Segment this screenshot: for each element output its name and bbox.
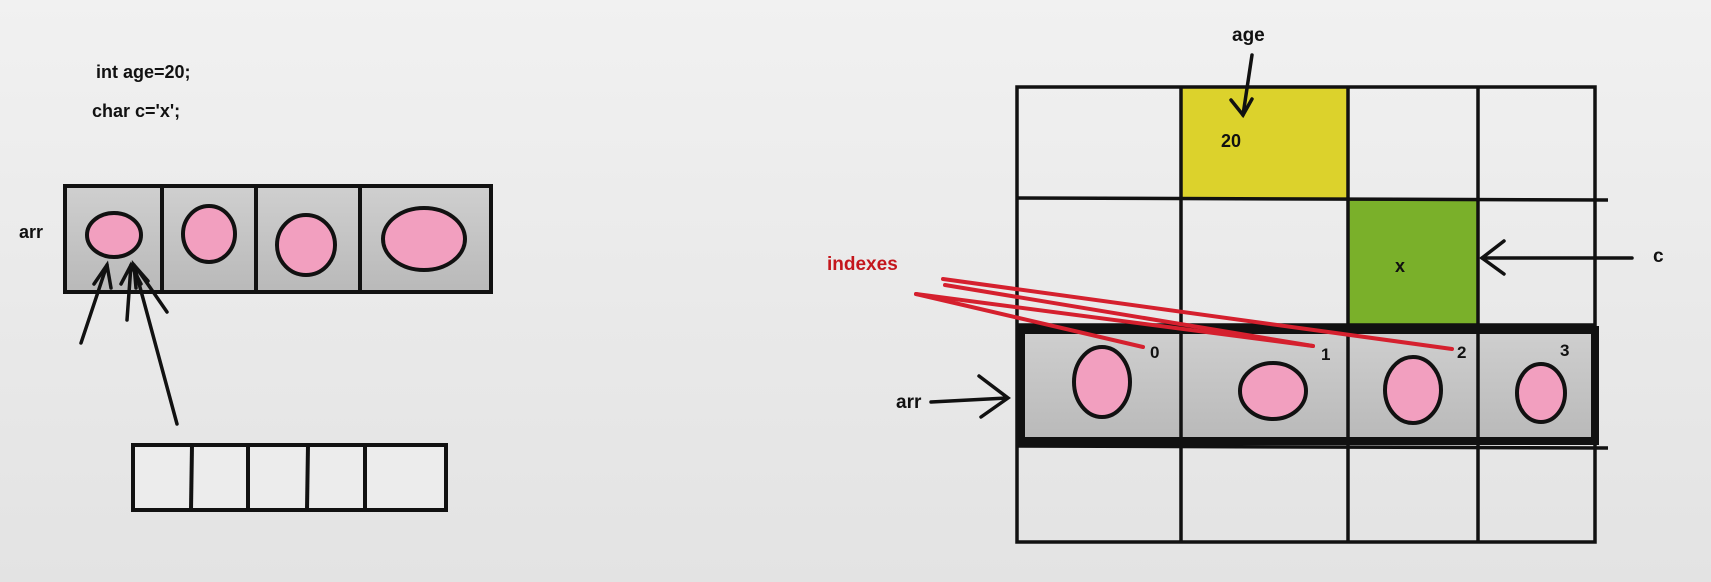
- age-memory-cell: [1181, 87, 1348, 198]
- index-0: 0: [1150, 343, 1159, 362]
- char-memory-cell: [1348, 198, 1478, 325]
- age-value: 20: [1221, 131, 1241, 151]
- empty-memory-divider: [189, 444, 194, 511]
- circle-element-icon: [1383, 355, 1443, 425]
- circle-element-icon: [181, 204, 237, 264]
- code-line-char: char c='x';: [92, 101, 180, 121]
- memory-grid-lines: [1015, 85, 1609, 544]
- code-line-age: int age=20;: [96, 62, 191, 82]
- empty-memory-block: [131, 443, 448, 512]
- circle-element-icon: [275, 213, 337, 277]
- right-array-label: arr: [896, 392, 922, 413]
- memory-grid: [1015, 85, 1609, 544]
- index-2: 2: [1457, 343, 1466, 362]
- index-1: 1: [1321, 345, 1330, 364]
- index-pointer-lines: [914, 277, 1454, 351]
- arrow-icon: [79, 259, 179, 426]
- circle-element-icon: [1515, 362, 1567, 424]
- arrow-icon: [1229, 53, 1254, 119]
- left-array: [63, 184, 493, 294]
- circle-element-icon: [1238, 361, 1308, 421]
- char-value: x: [1395, 256, 1405, 276]
- left-array-outline: [63, 184, 493, 294]
- empty-memory-divider: [305, 444, 310, 511]
- circle-element-icon: [381, 206, 467, 272]
- circle-element-icon: [85, 211, 143, 259]
- arrow-icon: [929, 374, 1011, 419]
- indexes-label: indexes: [827, 254, 898, 275]
- arrow-icon: [1479, 239, 1634, 276]
- age-variable-label: age: [1232, 25, 1265, 46]
- circle-element-icon: [1072, 345, 1132, 419]
- empty-memory-outline: [131, 443, 448, 512]
- char-variable-label: c: [1653, 246, 1664, 267]
- left-array-label: arr: [19, 222, 43, 242]
- index-3: 3: [1560, 341, 1569, 360]
